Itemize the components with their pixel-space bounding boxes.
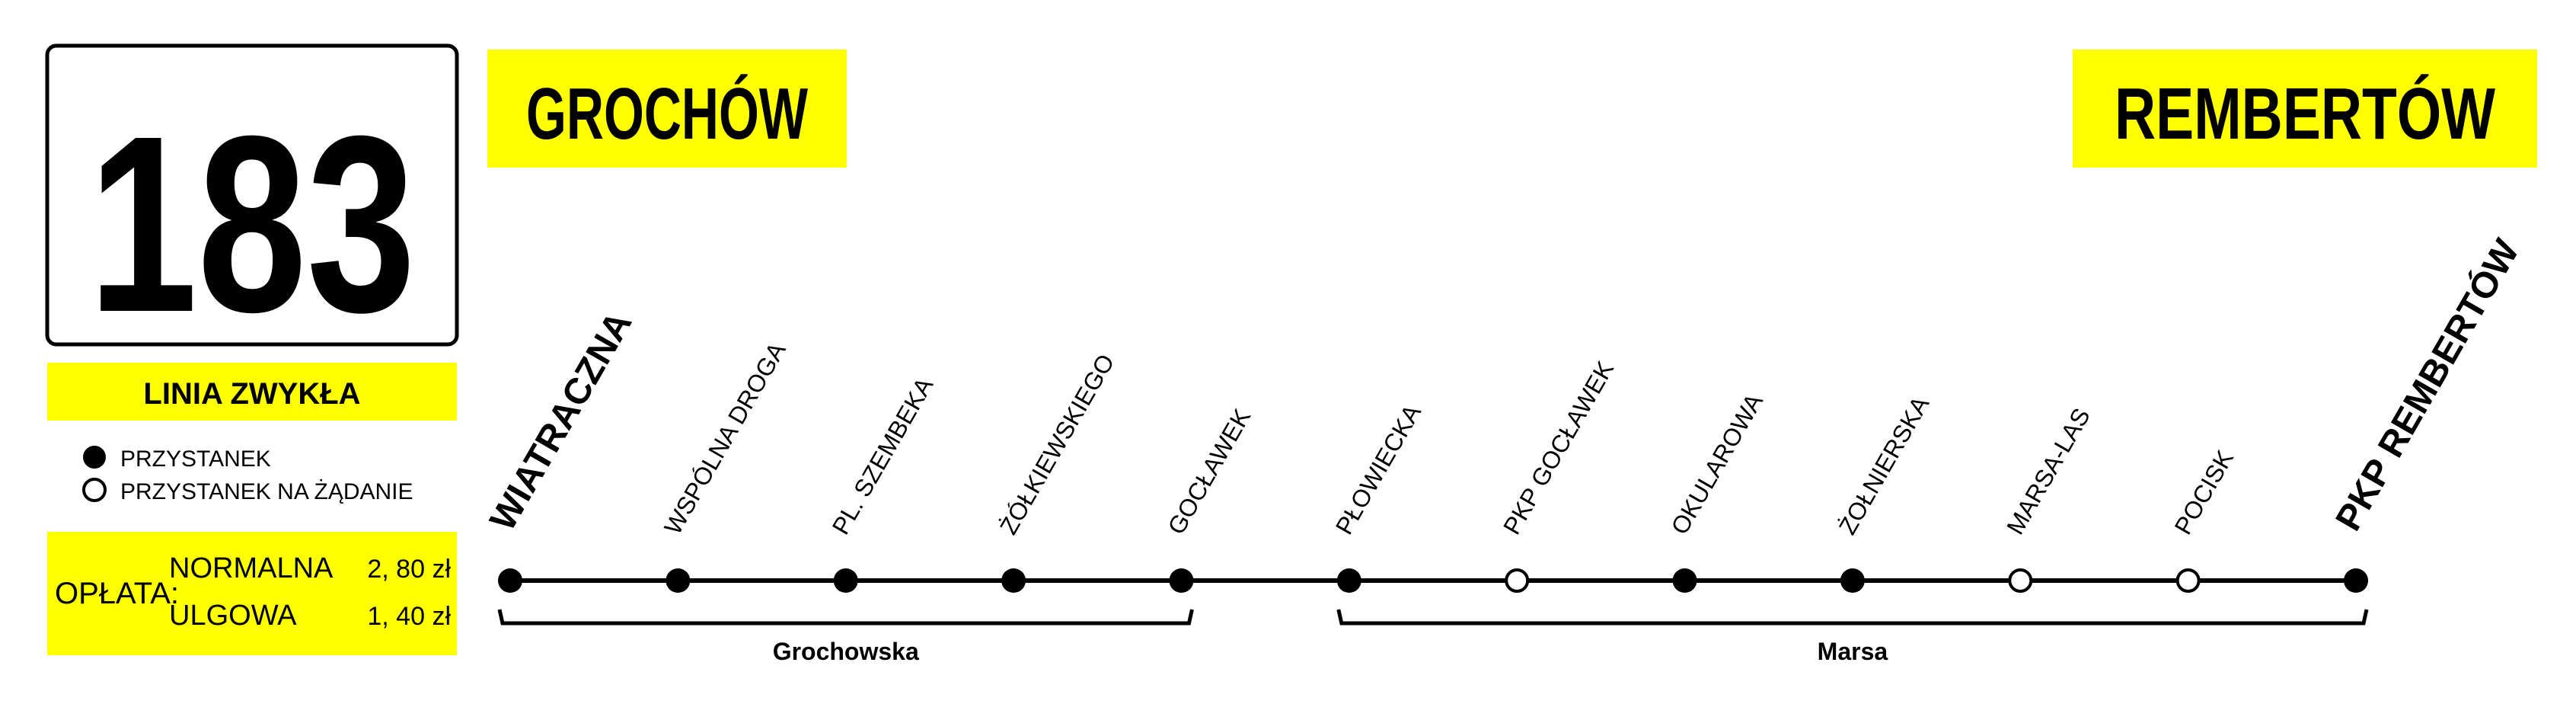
streets: Grochowska Marsa: [497, 609, 2369, 665]
destination-terminus-background: [2073, 50, 2537, 168]
request-stop-marker-icon: [82, 478, 107, 502]
stop-marker: [1336, 568, 1361, 593]
stop-label: PL. SZEMBEKA: [827, 373, 939, 539]
fare-normal-name: NORMALNA: [169, 552, 334, 584]
fare-box: OPŁATA: NORMALNA 2, 80 zł ULGOWA 1, 40 z…: [47, 532, 457, 655]
fare-background: [47, 532, 457, 655]
route-number-box: 183: [45, 43, 459, 364]
stop-marker: [1840, 568, 1865, 593]
origin-terminus-background: [487, 50, 847, 168]
stop-label: OKULAROWA: [1665, 389, 1768, 539]
stop-marker: [498, 568, 522, 593]
route-number-frame: [45, 43, 459, 347]
stop-marker: [666, 568, 691, 593]
terminus-stop-label: PKP REMBERTÓW: [2327, 232, 2528, 537]
street-label: Grochowska: [773, 638, 919, 665]
route-number: 183: [88, 83, 416, 364]
fare-reduced-price: 1, 40 zł: [367, 602, 451, 631]
destination-terminus-label: REMBERTÓW: [2115, 73, 2495, 155]
stop-marker: [833, 568, 858, 593]
stop-marker: [1169, 568, 1194, 593]
stop-marker: [1001, 568, 1026, 593]
terminus-stop-label: WIATRACZNA: [483, 305, 640, 537]
street-bracket: [1336, 609, 2369, 626]
fare-label: OPŁATA:: [55, 577, 179, 610]
legend: PRZYSTANEK PRZYSTANEK NA ŻĄDANIE: [82, 446, 413, 504]
regular-stop-marker-icon: [83, 446, 106, 469]
stop-label: ŻÓŁKIEWSKIEGO: [994, 350, 1120, 539]
origin-terminus: GROCHÓW: [487, 50, 847, 168]
stop-marker: [2344, 568, 2368, 593]
legend-regular-stop-label: PRZYSTANEK: [120, 446, 271, 472]
line-type-background: [47, 363, 457, 421]
stop-label: WSPÓLNA DROGA: [659, 338, 791, 539]
line-type-badge: LINIA ZWYKŁA: [47, 363, 457, 421]
fare-reduced-name: ULGOWA: [169, 600, 297, 632]
stop-label: ŻOŁNIERSKA: [1834, 391, 1935, 539]
stop-label: MARSA-LAS: [2001, 403, 2096, 539]
fare-normal-price: 2, 80 zł: [367, 555, 451, 584]
request-stop-marker: [2008, 568, 2033, 593]
stop-label: POCISK: [2169, 446, 2239, 539]
stop-marker: [1672, 568, 1697, 593]
stop-label: PŁOWIECKA: [1330, 399, 1427, 539]
request-stop-marker: [2175, 568, 2201, 593]
request-stop-marker: [1505, 568, 1530, 593]
legend-request-stop-label: PRZYSTANEK NA ŻĄDANIE: [120, 479, 413, 504]
stop-label: PKP GOCŁAWEK: [1498, 357, 1619, 539]
destination-terminus: REMBERTÓW: [2073, 50, 2537, 168]
line-type-label: LINIA ZWYKŁA: [143, 377, 360, 411]
origin-terminus-label: GROCHÓW: [526, 73, 808, 155]
stop-label: GOCŁAWEK: [1162, 404, 1256, 539]
street-bracket: [497, 609, 1194, 626]
street-label: Marsa: [1818, 638, 1888, 665]
